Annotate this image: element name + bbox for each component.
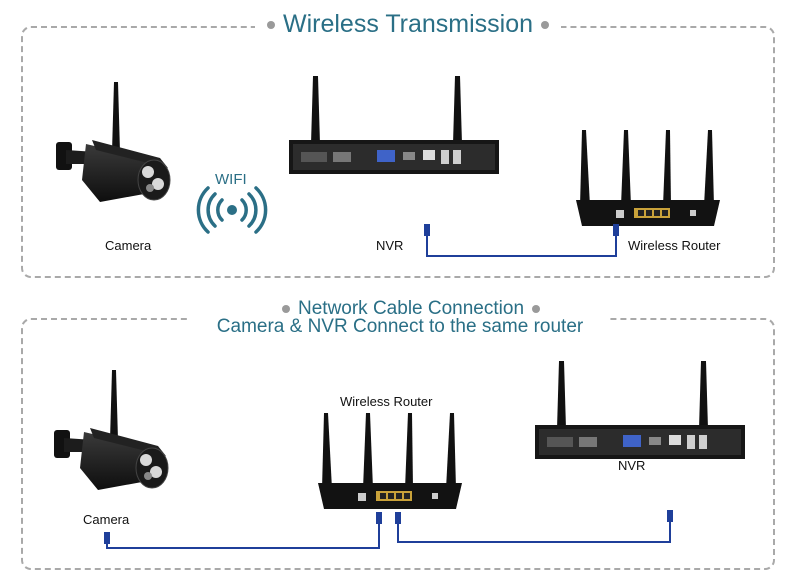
camera-icon [53,369,169,491]
network-cable [426,230,617,257]
section-title: Network Cable Connection [270,298,553,320]
wireless-router-label: Wireless Router [340,394,433,409]
wifi-icon [196,186,268,234]
cable-plug-icon [376,512,382,524]
wireless-router-label: Wireless Router [628,238,721,253]
section-title: Wireless Transmission [255,10,562,39]
section-subtitle: Camera & NVR Connect to the same router [190,316,610,338]
bullet-dot-icon [541,21,550,30]
camera-label: Camera [83,512,130,527]
bullet-dot-icon [532,304,541,313]
section-title-text: Network Cable Connection [298,298,525,319]
cable-plug-icon [667,510,673,522]
cable-plug-icon [395,512,401,524]
nvr-label: NVR [376,238,404,253]
cable-plug-icon [613,224,619,236]
wifi-label: WIFI [215,171,247,188]
cable-plug-icon [424,224,430,236]
nvr-icon [289,76,499,174]
wireless-router-icon [576,130,720,226]
section-title-text: Wireless Transmission [283,10,534,38]
wireless-router-icon [318,413,462,509]
nvr-icon [535,361,745,459]
bullet-dot-icon [267,21,275,30]
nvr-label: NVR [618,458,646,473]
bullet-dot-icon [282,304,290,313]
cable-plug-icon [104,532,110,544]
camera-icon [55,81,171,203]
network-cable [106,516,671,549]
camera-label: Camera [105,238,152,253]
